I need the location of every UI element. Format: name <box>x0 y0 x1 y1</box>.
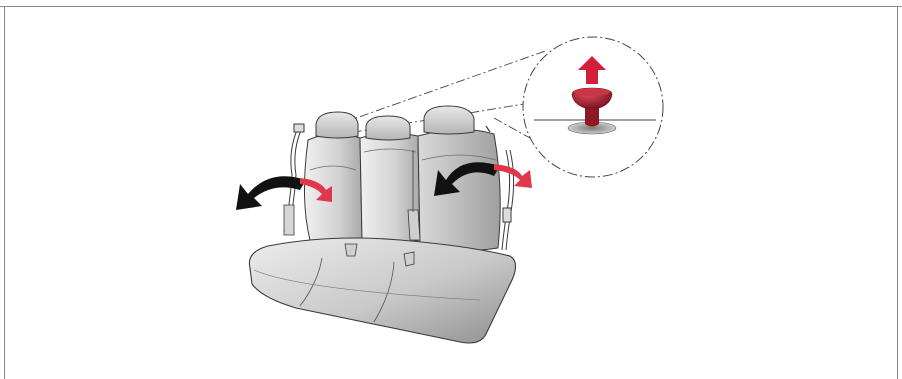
buckle-left <box>345 244 357 256</box>
left-belt-tongue <box>284 205 294 235</box>
seatback-left <box>304 133 362 242</box>
release-lever-detail <box>523 37 663 177</box>
release-lever-mark <box>486 126 490 132</box>
center-belt-buckle <box>408 210 420 240</box>
seatback-right <box>418 129 500 250</box>
headrest-center <box>366 116 410 140</box>
buckle-center <box>404 252 414 266</box>
headrest-left <box>316 112 358 138</box>
seat-cushion <box>249 238 515 343</box>
headrest-right <box>424 106 474 134</box>
